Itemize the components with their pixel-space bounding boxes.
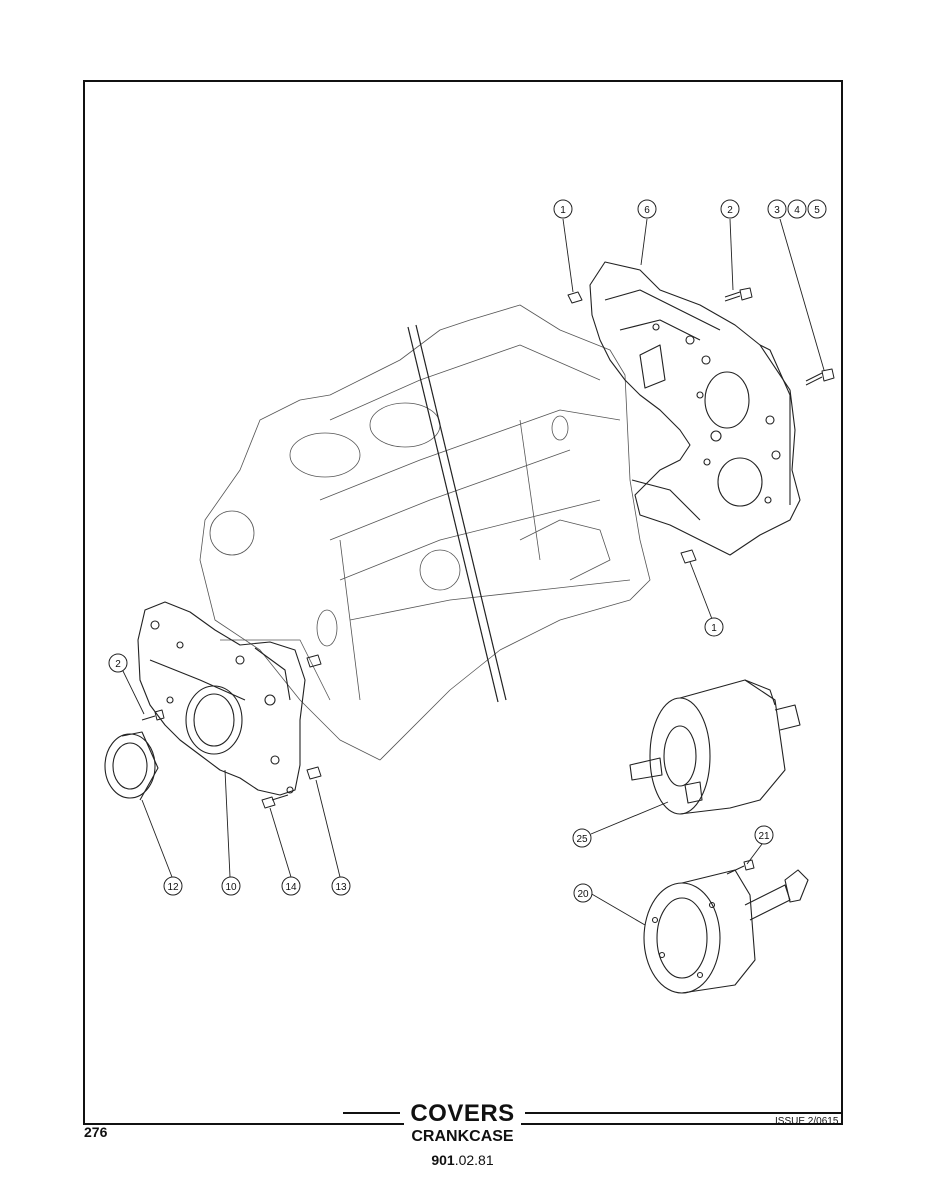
section-title: COVERS [0, 1100, 925, 1128]
callout-1-top [553, 199, 573, 219]
guide-rod [407, 324, 507, 703]
bolt-top [724, 287, 753, 302]
crankcase-block [199, 304, 651, 761]
callout-13 [331, 876, 351, 896]
callout-5 [807, 199, 827, 219]
callout-14 [281, 876, 301, 896]
callout-label: 20 [577, 889, 589, 900]
callout-label: 5 [814, 205, 820, 216]
bolt-front-bottom [261, 794, 289, 809]
callout-label: 12 [167, 882, 179, 893]
callout-20 [573, 883, 593, 903]
rear-cover-plate [589, 261, 801, 556]
callout-label: 13 [335, 882, 347, 893]
callout-6 [637, 199, 657, 219]
callouts [108, 199, 827, 903]
oil-seal [104, 731, 159, 801]
callout-10 [221, 876, 241, 896]
callout-label: 2 [727, 205, 733, 216]
section-subtitle: CRANKCASE [411, 1128, 514, 1145]
callout-label: 14 [285, 882, 297, 893]
dowel-front-b [306, 766, 322, 780]
callout-label: 4 [794, 205, 800, 216]
issue-label: ISSUE 2/0615 [775, 1116, 839, 1127]
leader-lines [121, 218, 825, 926]
callout-21 [754, 825, 774, 845]
callout-1-bottom [704, 617, 724, 637]
callout-label: 6 [644, 205, 650, 216]
dowel-front-a [306, 654, 322, 668]
screw-21 [726, 859, 755, 875]
callout-2-front [108, 653, 128, 673]
callout-label: 2 [115, 659, 121, 670]
callout-label: 10 [225, 882, 237, 893]
callout-12 [163, 876, 183, 896]
front-timing-cover [137, 601, 306, 796]
callout-label: 1 [560, 205, 566, 216]
dowel-bottom [680, 549, 697, 564]
callout-4 [787, 199, 807, 219]
section-code: 901.02.81 [431, 1152, 494, 1168]
page-number: 276 [84, 1124, 108, 1140]
tool-20 [643, 869, 809, 994]
title-rule-left [343, 1112, 400, 1114]
tool-25 [629, 679, 801, 815]
callout-2-top [720, 199, 740, 219]
bolt-right [805, 368, 835, 386]
dowel-top [567, 291, 583, 304]
callout-label: 3 [774, 205, 780, 216]
title-rule-right [525, 1112, 843, 1114]
bolt-front-top [141, 709, 165, 721]
callout-25 [572, 828, 592, 848]
callout-label: 21 [758, 831, 770, 842]
callout-label: 1 [711, 623, 717, 634]
callout-3 [767, 199, 787, 219]
callout-label: 25 [576, 834, 588, 845]
